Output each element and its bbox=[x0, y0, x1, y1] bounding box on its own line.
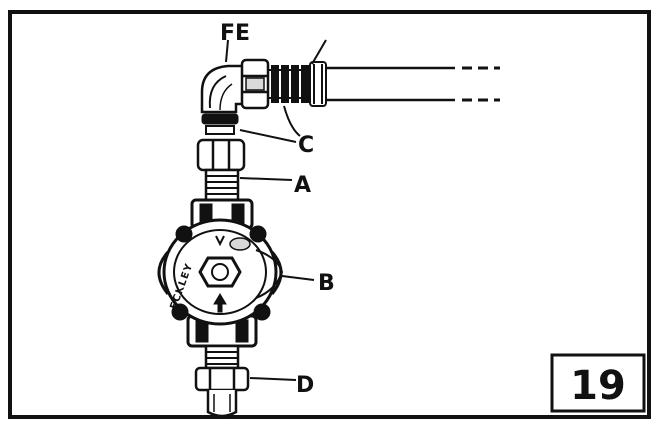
leader-lines bbox=[225, 39, 315, 381]
adapter-fitting bbox=[196, 138, 246, 204]
label-b: B bbox=[318, 271, 335, 296]
diagram-frame bbox=[8, 10, 651, 419]
label-fe: FE bbox=[220, 21, 250, 46]
figure-number: 19 bbox=[570, 363, 626, 409]
label-a: A bbox=[294, 173, 311, 198]
leader-a bbox=[239, 177, 293, 181]
label-c: C bbox=[298, 133, 314, 158]
leader-fe bbox=[225, 39, 229, 63]
leader-c bbox=[239, 105, 301, 143]
leader-b-tail bbox=[281, 275, 315, 281]
bottom-nipple bbox=[194, 344, 250, 418]
leader-b bbox=[255, 249, 284, 299]
leader-d bbox=[249, 377, 297, 381]
hose bbox=[324, 66, 500, 102]
hose-fitting bbox=[267, 61, 327, 107]
hose-leader-line bbox=[311, 39, 327, 65]
label-d: D bbox=[296, 373, 314, 398]
elbow-fitting bbox=[200, 58, 270, 114]
valve-body bbox=[157, 198, 283, 348]
figure-number-box bbox=[550, 353, 646, 413]
o-ring bbox=[201, 113, 239, 135]
adapter-threads bbox=[206, 175, 238, 195]
